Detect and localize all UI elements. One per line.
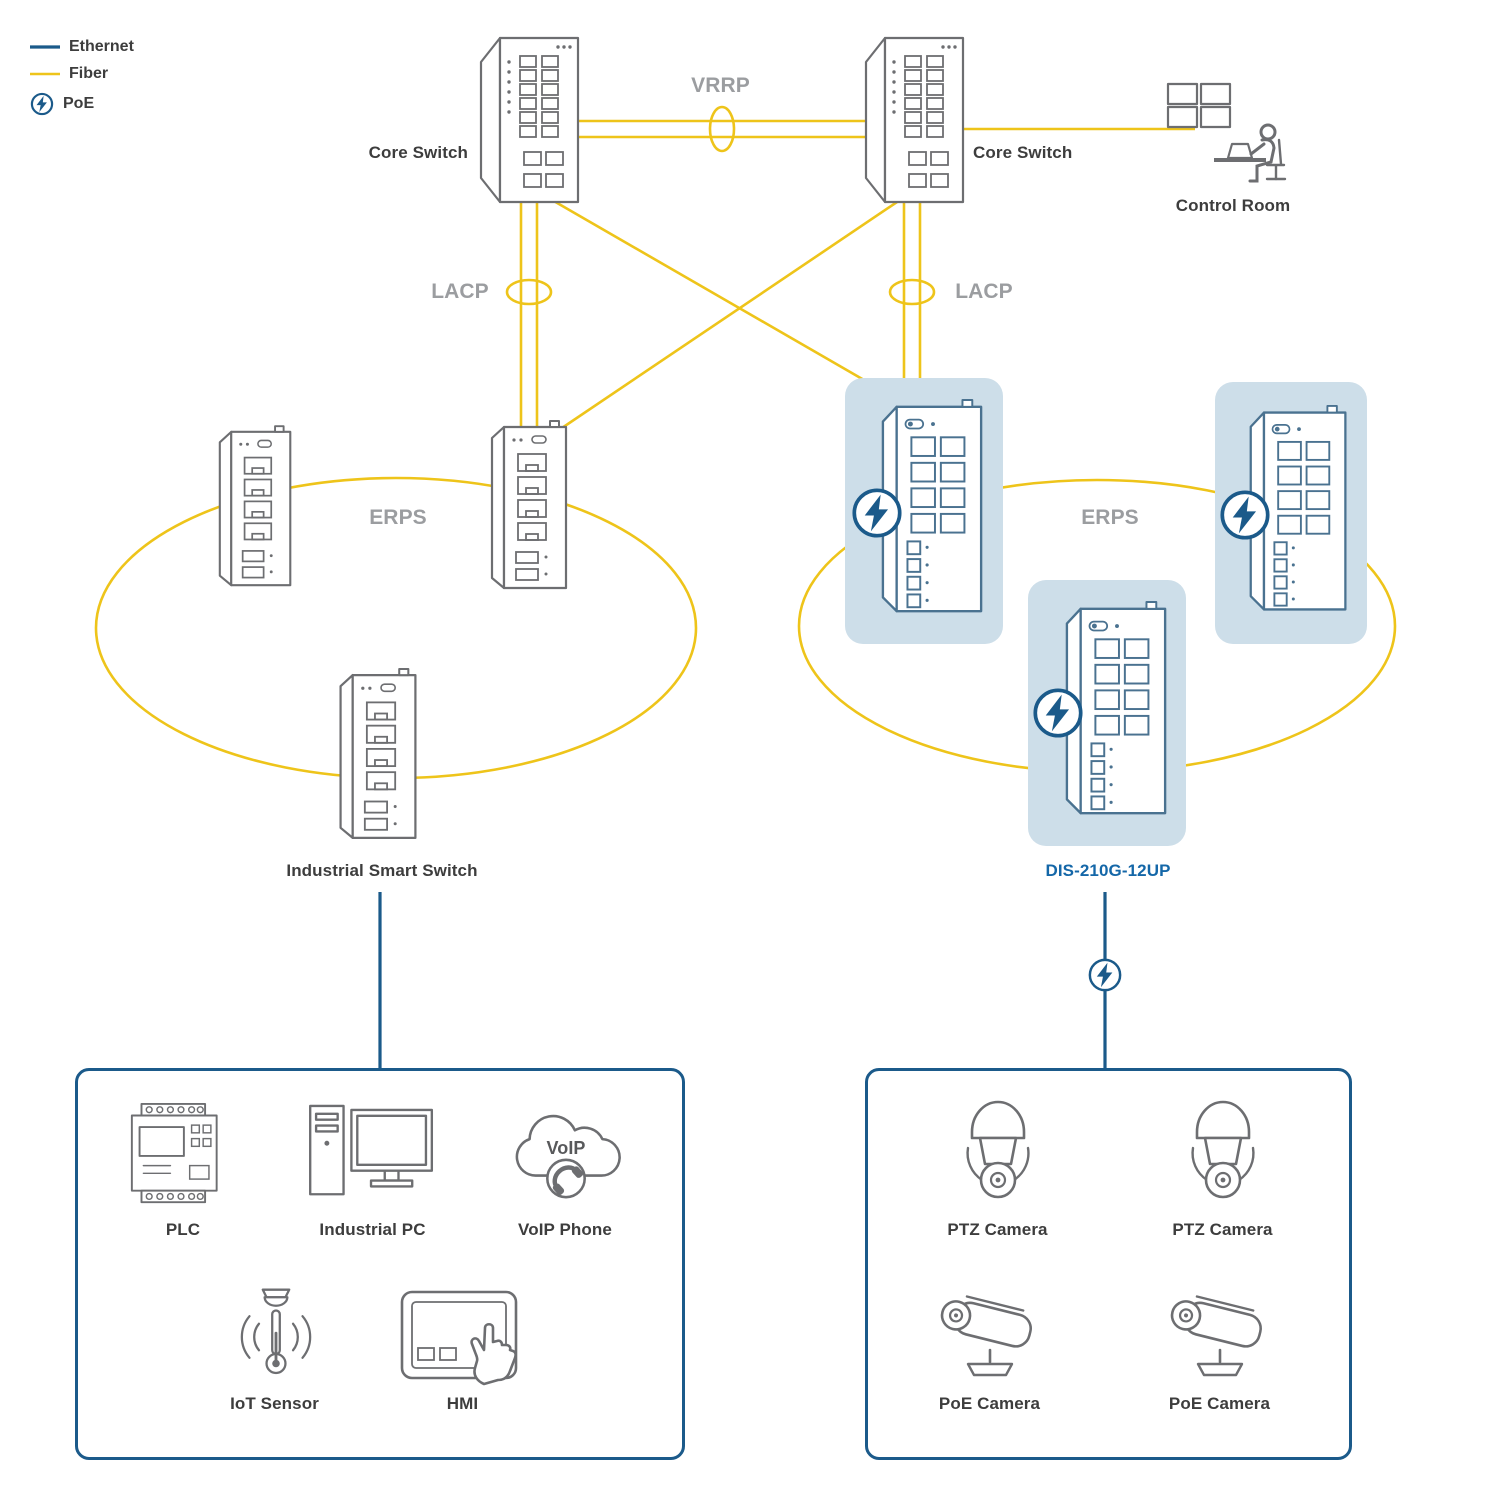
lacp-left-label: LACP — [431, 280, 489, 303]
erps-left-label: ERPS — [369, 506, 427, 529]
vrrp-label: VRRP — [691, 74, 750, 97]
dis-switch-right-icon — [1249, 404, 1347, 611]
legend: Ethernet Fiber PoE — [30, 38, 134, 116]
ethernet-devices-group-box — [75, 1068, 685, 1460]
dis-210g-12up-label: DIS-210G-12UP — [1045, 861, 1171, 880]
legend-item-poe: PoE — [30, 92, 134, 116]
fiber-cross-link-right-core-to-left-ring — [555, 198, 901, 434]
fiber-links — [94, 119, 1397, 780]
fiber-cross-link-left-core-to-right-ring — [551, 198, 891, 397]
dis-highlight-box-bottom — [1028, 580, 1186, 846]
industrial-smart-switch-label: Industrial Smart Switch — [286, 861, 478, 880]
ethernet-line-swatch — [30, 45, 60, 49]
voip-cloud-text: VoIP — [546, 1138, 586, 1158]
poe-badge-dis-right-icon — [1220, 490, 1270, 540]
poe-camera-2-label: PoE Camera — [1168, 1394, 1271, 1413]
poe-badge-camera-link-icon — [1088, 958, 1122, 992]
ptz-camera-2-label: PTZ Camera — [1172, 1220, 1273, 1239]
erps-right-label: ERPS — [1081, 506, 1139, 529]
poe-camera-1-label: PoE Camera — [938, 1394, 1041, 1413]
lacp-right-aggregation-oval — [888, 278, 936, 306]
lacp-left-aggregation-oval — [505, 278, 553, 306]
legend-item-fiber: Fiber — [30, 65, 134, 83]
ethernet-links — [378, 892, 1107, 1069]
industrial-smart-switch-icon — [339, 668, 417, 840]
core-switch-right-icon — [864, 36, 965, 204]
core-switch-right-label: Core Switch — [973, 143, 1073, 162]
link-aggregation-ovals — [505, 105, 936, 306]
poe-badge-dis-bottom-icon — [1033, 688, 1083, 738]
vrrp-aggregation-oval — [708, 105, 736, 153]
poe-badge-dis-left-icon — [852, 488, 902, 538]
fiber-line-swatch — [30, 72, 60, 76]
dis-highlight-boxes — [845, 378, 1367, 846]
voip-phone-label: VoIP Phone — [518, 1220, 612, 1239]
poe-badge-legend-icon — [30, 92, 54, 116]
iot-sensor-label: IoT Sensor — [230, 1394, 319, 1413]
dis-highlight-box-right — [1215, 382, 1367, 644]
dis-switch-left-icon — [881, 398, 983, 613]
core-switch-left-label: Core Switch — [368, 143, 468, 162]
core-switch-left-icon — [479, 36, 580, 204]
poe-devices-group-box — [865, 1068, 1352, 1460]
legend-label-ethernet: Ethernet — [69, 38, 134, 55]
ptz-camera-1-label: PTZ Camera — [947, 1220, 1048, 1239]
plc-label: PLC — [165, 1220, 201, 1239]
industrial-switch-top-icon — [490, 420, 568, 590]
hmi-label: HMI — [446, 1394, 479, 1413]
control-room-label: Control Room — [1175, 196, 1291, 215]
legend-label-poe: PoE — [63, 95, 95, 112]
control-room-icon — [1166, 82, 1287, 183]
lacp-right-label: LACP — [955, 280, 1013, 303]
industrial-switch-left-icon — [218, 425, 292, 587]
dis-highlight-box-left — [845, 378, 1003, 644]
industrial-pc-label: Industrial PC — [319, 1220, 426, 1239]
dis-switch-bottom-icon — [1065, 600, 1167, 815]
legend-label-fiber: Fiber — [69, 65, 109, 82]
legend-item-ethernet: Ethernet — [30, 38, 134, 56]
